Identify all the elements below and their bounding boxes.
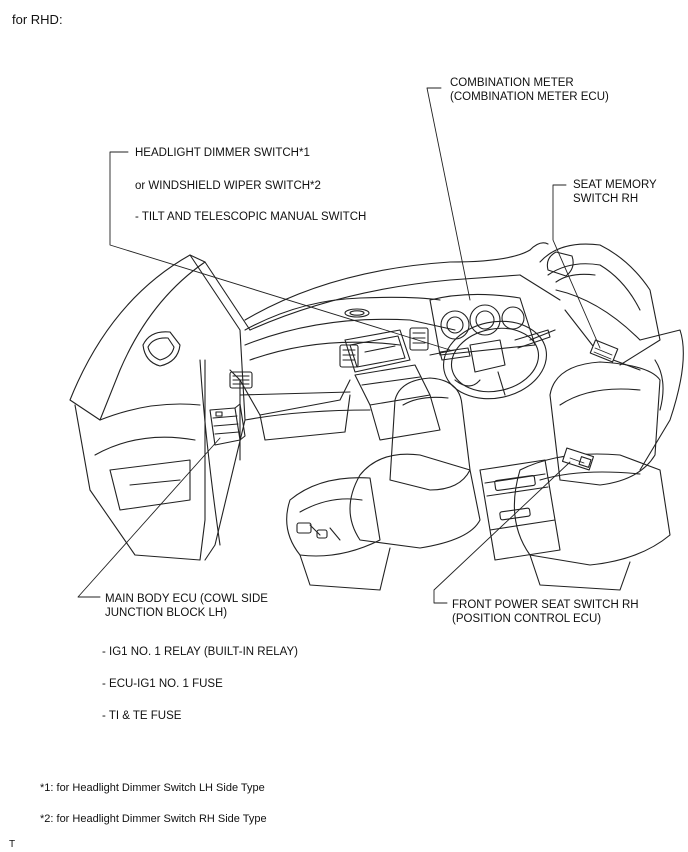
left-seat-drawing xyxy=(286,377,481,591)
main-body-ecu-label-line2: JUNCTION BLOCK LH) xyxy=(105,607,228,619)
steering-cluster-drawing xyxy=(429,293,556,400)
main-body-ecu-label-line1: MAIN BODY ECU (COWL SIDE xyxy=(105,593,268,605)
left-door-drawing xyxy=(69,254,251,561)
seat-memory-leader xyxy=(552,184,601,349)
windshield-wiper-switch-label: or WINDSHIELD WIPER SWITCH*2 xyxy=(135,180,321,192)
windshield-drawing xyxy=(244,242,561,331)
corner-mark: T xyxy=(9,839,16,850)
ti-te-fuse-label: - TI & TE FUSE xyxy=(102,710,182,722)
right-door-drawing xyxy=(539,243,684,471)
headlight-dimmer-leader xyxy=(109,151,451,351)
combination-meter-label-line2: (COMBINATION METER ECU) xyxy=(450,91,609,103)
combination-meter-leader xyxy=(426,87,471,301)
combination-meter-label-line1: COMBINATION METER xyxy=(450,77,574,89)
right-seat-drawing xyxy=(513,361,671,591)
center-console-drawing xyxy=(479,459,561,561)
front-power-seat-switch-label-line1: FRONT POWER SEAT SWITCH RH xyxy=(452,599,639,611)
dashboard-drawing xyxy=(229,296,456,461)
front-power-seat-leader xyxy=(433,461,571,604)
leader-lines xyxy=(77,87,601,604)
headlight-dimmer-switch-label: HEADLIGHT DIMMER SWITCH*1 xyxy=(135,147,310,159)
ig1-relay-label: - IG1 NO. 1 RELAY (BUILT-IN RELAY) xyxy=(102,646,298,658)
header-text: for RHD: xyxy=(12,12,63,27)
seat-memory-switch-label-line2: SWITCH RH xyxy=(573,193,639,205)
footnote-2: *2: for Headlight Dimmer Switch RH Side … xyxy=(40,813,267,825)
ecu-ig1-fuse-label: - ECU-IG1 NO. 1 FUSE xyxy=(102,678,223,690)
front-power-seat-switch-label-line2: (POSITION CONTROL ECU) xyxy=(452,613,602,625)
main-body-ecu-drawing xyxy=(209,403,246,446)
seat-memory-switch-label-line1: SEAT MEMORY xyxy=(573,179,657,191)
tilt-telescopic-switch-label: - TILT AND TELESCOPIC MANUAL SWITCH xyxy=(135,211,367,223)
footnote-1: *1: for Headlight Dimmer Switch LH Side … xyxy=(40,782,265,794)
main-body-ecu-leader xyxy=(77,437,221,598)
